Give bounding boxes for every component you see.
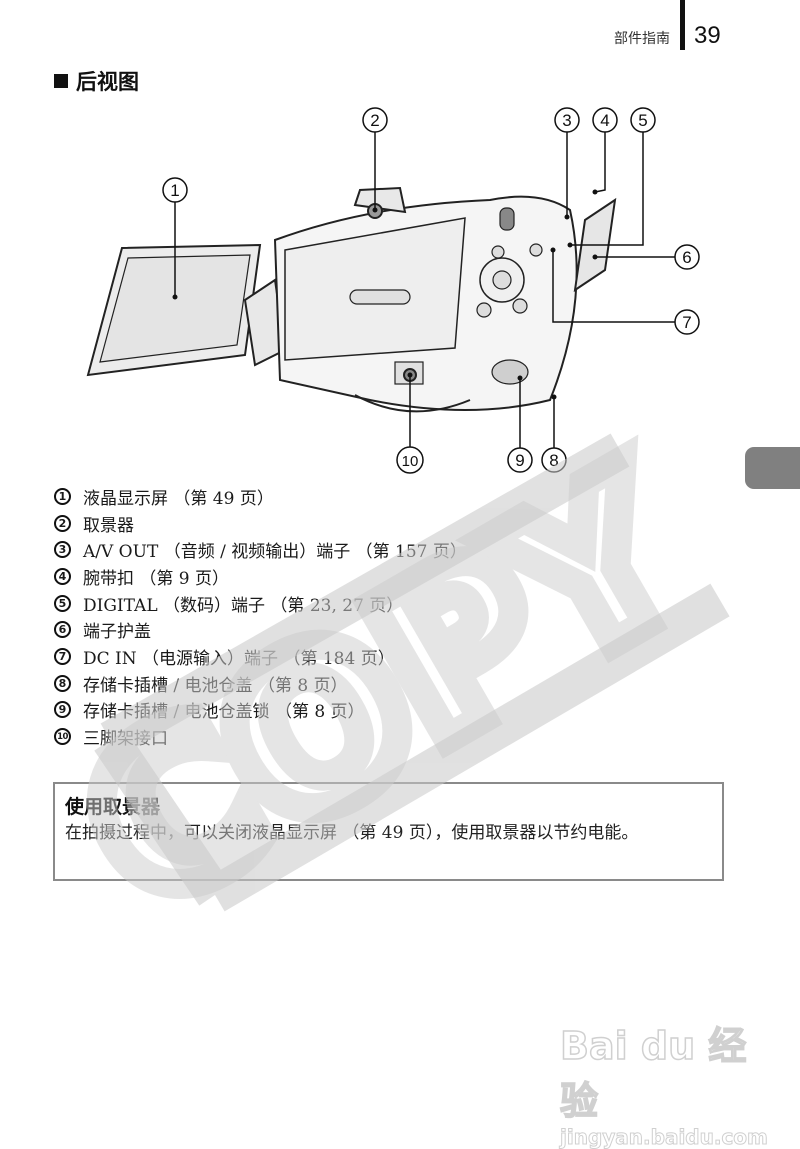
- list-item: 7 DC IN （电源输入）端子 （第 184 页）: [54, 643, 467, 670]
- list-item: 8 存储卡插槽 / 电池仓盖 （第 8 页）: [54, 670, 467, 697]
- square-bullet-icon: [54, 74, 68, 88]
- parts-list: 1 液晶显示屏 （第 49 页） 2 取景器 3 A/V OUT （音频 / 视频输出…: [54, 483, 467, 750]
- list-item: 10 三脚架接口: [54, 723, 467, 750]
- chapter-side-tab: [745, 447, 800, 489]
- list-item: 3 A/V OUT （音频 / 视频输出）端子 （第 157 页）: [54, 536, 467, 563]
- list-item: 6 端子护盖: [54, 616, 467, 643]
- header-section-title: 部件指南: [614, 31, 670, 47]
- callout-5: 5: [638, 111, 647, 130]
- baidu-logo: Bai du 经验: [559, 1023, 747, 1124]
- item-number: 3: [54, 541, 71, 559]
- tip-text: 在拍摄过程中，可以关闭液晶显示屏 （第 49 页），使用取景器以节约电能。: [65, 823, 639, 843]
- section-title-text: 后视图: [76, 70, 139, 94]
- list-item: 2 取景器: [54, 510, 467, 537]
- callout-3: 3: [562, 111, 571, 130]
- item-number: 4: [54, 567, 71, 585]
- item-text: 端子护盖: [83, 622, 151, 643]
- item-number: 7: [54, 647, 71, 665]
- callout-6: 6: [682, 248, 691, 267]
- item-number: 2: [54, 514, 71, 532]
- callout-9: 9: [515, 451, 524, 470]
- header-rule: [680, 0, 685, 50]
- page-number: 39: [694, 22, 721, 49]
- list-item: 4 腕带扣 （第 9 页）: [54, 563, 467, 590]
- camera-diagram: 1 2 3 4 5 6 7 8 9 10: [86, 107, 700, 474]
- item-number: 5: [54, 594, 71, 612]
- list-item: 1 液晶显示屏 （第 49 页）: [54, 483, 467, 510]
- item-number: 8: [54, 674, 71, 692]
- item-text: 取景器: [83, 515, 134, 536]
- item-text: 存储卡插槽 / 电池仓盖 （第 8 页）: [83, 675, 348, 696]
- callout-2: 2: [370, 111, 379, 130]
- list-item: 9 存储卡插槽 / 电池仓盖锁 （第 8 页）: [54, 697, 467, 724]
- item-text: DIGITAL （数码）端子 （第 23, 27 页）: [83, 595, 404, 616]
- callout-7: 7: [682, 313, 691, 332]
- baidu-watermark: Bai du 经验 jingyan.baidu.com: [559, 1015, 780, 1149]
- item-number: 1: [54, 487, 71, 505]
- callout-8: 8: [549, 451, 558, 470]
- callout-10: 10: [402, 453, 419, 470]
- callout-4: 4: [600, 111, 609, 130]
- tip-box: 使用取景器 在拍摄过程中，可以关闭液晶显示屏 （第 49 页），使用取景器以节约…: [53, 782, 724, 881]
- item-text: 三脚架接口: [83, 729, 168, 750]
- item-number: 10: [54, 728, 71, 746]
- section-title: 后视图: [54, 66, 139, 96]
- item-number: 6: [54, 621, 71, 639]
- item-number: 9: [54, 701, 71, 719]
- tip-title: 使用取景器: [65, 796, 161, 818]
- item-text: 液晶显示屏 （第 49 页）: [83, 488, 274, 509]
- baidu-url: jingyan.baidu.com: [560, 1125, 769, 1149]
- item-text: 腕带扣 （第 9 页）: [83, 568, 230, 589]
- item-text: DC IN （电源输入）端子 （第 184 页）: [83, 648, 395, 669]
- item-text: A/V OUT （音频 / 视频输出）端子 （第 157 页）: [83, 542, 467, 563]
- item-text: 存储卡插槽 / 电池仓盖锁 （第 8 页）: [83, 702, 365, 723]
- callout-1: 1: [170, 181, 179, 200]
- list-item: 5 DIGITAL （数码）端子 （第 23, 27 页）: [54, 590, 467, 617]
